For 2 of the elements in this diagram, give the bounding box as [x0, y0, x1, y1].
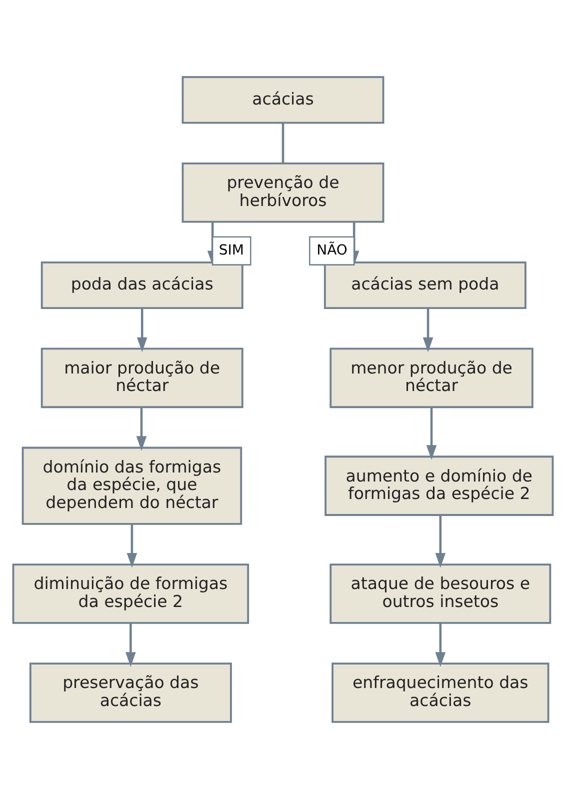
edge-label: SIM — [218, 242, 244, 258]
edge-label: NÃO — [316, 242, 348, 258]
